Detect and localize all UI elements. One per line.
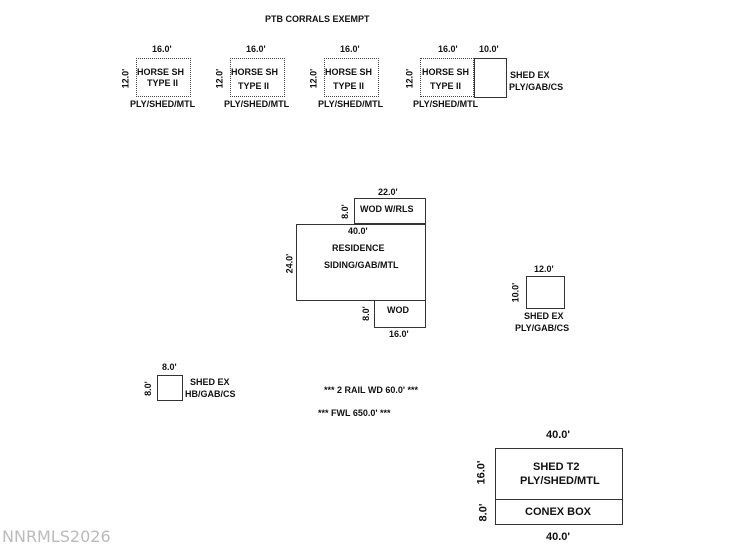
fence-note-fwl: *** FWL 650.0' *** bbox=[318, 408, 391, 418]
residence-label: RESIDENCE bbox=[332, 243, 385, 253]
wod-bottom-depth: 8.0' bbox=[360, 306, 371, 321]
page-title: PTB CORRALS EXEMPT bbox=[265, 14, 370, 24]
shed-ex-left-depth: 8.0' bbox=[142, 381, 153, 396]
shed-t2-label: SHED T2 bbox=[533, 461, 580, 473]
horse-shed-1-width: 16.0' bbox=[152, 44, 172, 54]
shed-ex-top-outline bbox=[474, 58, 507, 98]
horse-shed-4-material: PLY/SHED/MTL bbox=[413, 99, 479, 109]
horse-shed-2-label: HORSE SH bbox=[231, 67, 279, 77]
shed-ex-right-label: SHED EX bbox=[524, 311, 564, 321]
shed-ex-right-width: 12.0' bbox=[534, 264, 554, 274]
horse-shed-2-outline bbox=[230, 58, 285, 97]
shed-ex-left-width: 8.0' bbox=[162, 362, 177, 372]
horse-shed-4-type: TYPE II bbox=[430, 81, 462, 91]
horse-shed-1-depth: 12.0' bbox=[120, 68, 131, 89]
horse-shed-3-label: HORSE SH bbox=[325, 67, 373, 77]
conex-box-label: CONEX BOX bbox=[525, 506, 592, 518]
horse-shed-4-depth: 12.0' bbox=[404, 68, 415, 89]
horse-shed-2-material: PLY/SHED/MTL bbox=[224, 99, 290, 109]
shed-ex-left-outline bbox=[157, 375, 183, 401]
wod-rls-width: 22.0' bbox=[378, 187, 398, 197]
shed-ex-left-label: SHED EX bbox=[190, 377, 230, 387]
watermark: NNRMLS2026 bbox=[2, 527, 111, 546]
wod-bottom-outline bbox=[374, 300, 426, 328]
residence-material: SIDING/GAB/MTL bbox=[324, 260, 399, 270]
horse-shed-3-material: PLY/SHED/MTL bbox=[318, 99, 384, 109]
horse-shed-2-width: 16.0' bbox=[246, 44, 266, 54]
horse-shed-3-width: 16.0' bbox=[340, 44, 360, 54]
shed-ex-top-width: 10.0' bbox=[479, 44, 499, 54]
residence-width: 40.0' bbox=[348, 226, 368, 236]
horse-shed-2-type: TYPE II bbox=[238, 81, 270, 91]
horse-shed-1-material: PLY/SHED/MTL bbox=[130, 99, 196, 109]
wod-rls-depth: 8.0' bbox=[339, 204, 350, 219]
wod-bottom-width: 16.0' bbox=[389, 329, 409, 339]
residence-outline bbox=[296, 224, 426, 301]
shed-ex-right-material: PLY/GAB/CS bbox=[515, 323, 570, 333]
conex-box-depth: 8.0' bbox=[477, 503, 490, 522]
horse-shed-1-type: TYPE II bbox=[147, 78, 179, 88]
horse-shed-1-label: HORSE SH bbox=[137, 67, 185, 77]
shed-ex-right-outline bbox=[526, 276, 565, 309]
wod-rls-outline bbox=[354, 198, 426, 224]
shed-t2-outline bbox=[495, 448, 623, 500]
shed-t2-depth: 16.0' bbox=[475, 460, 488, 485]
shed-ex-right-depth: 10.0' bbox=[510, 282, 521, 303]
horse-shed-1-outline bbox=[136, 58, 191, 97]
horse-shed-3-type: TYPE II bbox=[333, 81, 365, 91]
horse-shed-4-width: 16.0' bbox=[438, 44, 458, 54]
horse-shed-2-depth: 12.0' bbox=[214, 68, 225, 89]
shed-ex-top-label: SHED EX bbox=[510, 70, 550, 80]
horse-shed-4-outline bbox=[420, 58, 474, 97]
horse-shed-3-depth: 12.0' bbox=[308, 68, 319, 89]
wod-bottom-label: WOD bbox=[387, 305, 409, 315]
wod-rls-label: WOD W/RLS bbox=[360, 204, 414, 214]
conex-box-outline bbox=[495, 499, 623, 525]
shed-t2-material: PLY/SHED/MTL bbox=[520, 475, 600, 487]
horse-shed-3-outline bbox=[324, 58, 379, 97]
fence-note-rail: *** 2 RAIL WD 60.0' *** bbox=[324, 385, 419, 395]
shed-ex-left-material: HB/GAB/CS bbox=[185, 389, 236, 399]
shed-ex-top-material: PLY/GAB/CS bbox=[509, 82, 564, 92]
residence-depth: 24.0' bbox=[284, 253, 295, 274]
conex-box-width: 40.0' bbox=[546, 531, 571, 543]
horse-shed-4-label: HORSE SH bbox=[422, 67, 470, 77]
shed-t2-width: 40.0' bbox=[546, 429, 571, 441]
